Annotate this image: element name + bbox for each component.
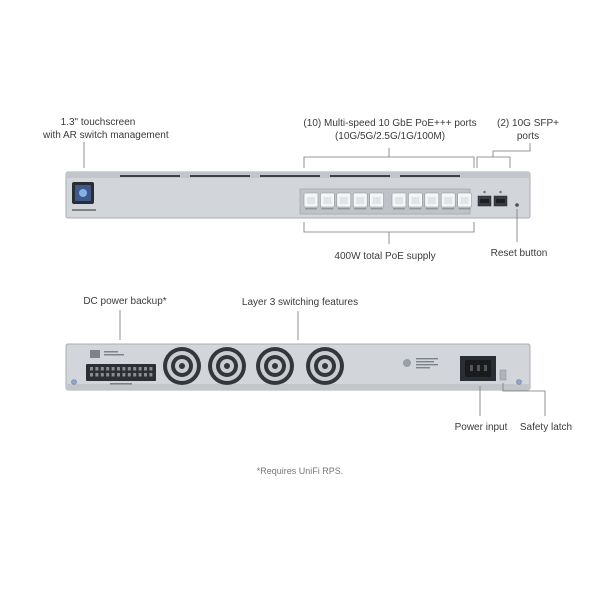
poe-port xyxy=(352,192,368,210)
dc-pin xyxy=(106,373,110,377)
dc-pin xyxy=(95,367,99,371)
poe-port xyxy=(424,192,440,210)
sfp-ports xyxy=(477,190,508,207)
reset-button-label: Reset button xyxy=(490,248,548,259)
poe-port xyxy=(440,192,456,210)
dc-pin xyxy=(127,367,131,371)
power-input-label: Power input xyxy=(454,422,508,433)
dc-pin xyxy=(95,373,99,377)
dc-pin xyxy=(100,367,104,371)
sfp-ports-label-line1: (2) 10G SFP+ xyxy=(497,118,559,129)
sfp-port xyxy=(493,190,508,207)
poe-port xyxy=(457,192,472,210)
sfp-ports-label-line2: ports xyxy=(516,131,540,142)
dc-pin xyxy=(133,373,137,377)
unifi-logo-icon xyxy=(403,359,411,367)
safety-latch-callout xyxy=(502,383,546,416)
dc-pin xyxy=(106,367,110,371)
back-callouts xyxy=(119,310,546,416)
dc-pin xyxy=(100,373,104,377)
poe-bracket-top xyxy=(303,156,475,168)
dc-pin xyxy=(111,373,115,377)
sfp-port xyxy=(477,190,492,207)
sfp-callout xyxy=(492,143,531,157)
reset-button[interactable] xyxy=(515,203,519,207)
dc-pin xyxy=(149,367,153,371)
poe-supply-bracket xyxy=(303,222,475,233)
poe-ports-label: (10) Multi-speed 10 GbE PoE+++ ports (10… xyxy=(290,117,490,143)
ground-screw xyxy=(71,379,77,385)
poe-port xyxy=(408,192,423,210)
safety-latch xyxy=(499,369,507,381)
dc-power-pins xyxy=(90,367,153,377)
dc-pin xyxy=(144,373,147,377)
poe-port xyxy=(336,192,352,210)
sfp-bracket-top xyxy=(476,156,511,168)
touchscreen-label-line1: 1.3" touchscreen xyxy=(60,117,136,128)
sfp-ports-label: (2) 10G SFP+ ports xyxy=(488,117,568,143)
front-model-text xyxy=(72,209,96,211)
front-top-vents xyxy=(120,175,460,177)
poe-port xyxy=(369,192,384,210)
layer3-label: Layer 3 switching features xyxy=(241,297,359,308)
dc-pin xyxy=(138,373,142,377)
dc-pin xyxy=(127,373,131,377)
poe-port xyxy=(391,192,407,210)
poe-port xyxy=(320,192,335,210)
poe-ports-label-line2: (10G/5G/2.5G/1G/100M) xyxy=(334,131,446,142)
dc-pin xyxy=(149,373,153,377)
dc-pin xyxy=(122,367,126,371)
back-right-screw xyxy=(516,379,522,385)
dc-pin xyxy=(138,367,142,371)
touchscreen-label-line2: with AR switch management xyxy=(43,130,169,141)
dc-pin xyxy=(144,367,147,371)
front-panel xyxy=(65,171,531,219)
dc-pin xyxy=(90,367,93,371)
safety-latch-label: Safety latch xyxy=(519,422,573,433)
dc-pin xyxy=(122,373,126,377)
dc-pin xyxy=(111,367,115,371)
poe-ports-label-line1: (10) Multi-speed 10 GbE PoE+++ ports xyxy=(303,118,477,129)
fan xyxy=(306,347,344,385)
back-panel xyxy=(65,343,531,391)
dc-pin xyxy=(117,367,120,371)
dc-pin xyxy=(133,367,137,371)
poe-port xyxy=(303,192,319,210)
front-callouts xyxy=(83,142,531,244)
dc-pin xyxy=(117,373,120,377)
dc-power-label: DC power backup* xyxy=(83,296,167,307)
dc-power-connector xyxy=(86,364,156,381)
poe-supply-label: 400W total PoE supply xyxy=(334,251,436,262)
footnote: *Requires UniFi RPS. xyxy=(256,466,344,476)
fan xyxy=(208,347,246,385)
poe-ports xyxy=(303,192,472,210)
back-spec-text xyxy=(416,358,438,369)
back-regulatory-label xyxy=(90,350,124,358)
fan xyxy=(256,347,294,385)
dc-pin xyxy=(90,373,93,377)
fan xyxy=(163,347,201,385)
touchscreen-label: 1.3" touchscreen with AR switch manageme… xyxy=(43,116,169,142)
fans xyxy=(163,347,344,385)
